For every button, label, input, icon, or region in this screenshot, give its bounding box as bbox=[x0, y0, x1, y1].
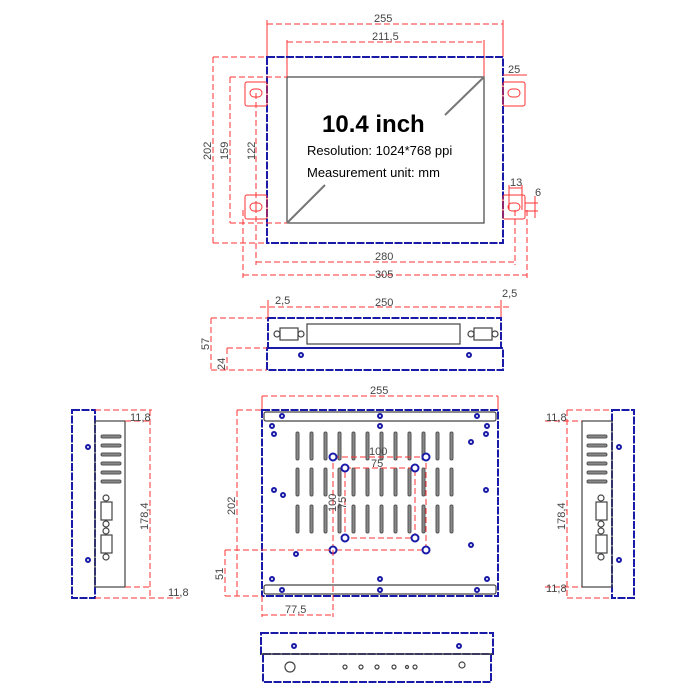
vesa-inner-v-label: 75 bbox=[337, 497, 349, 509]
dim-slot-height: 6 bbox=[535, 187, 541, 199]
vesa-pattern: 100 75 100 75 bbox=[327, 446, 431, 555]
right-dim-height: 178,4 bbox=[556, 502, 568, 530]
rear-housing bbox=[261, 409, 499, 597]
vesa-inner-label: 75 bbox=[371, 458, 383, 470]
rear-dim-offset-v: 51 bbox=[214, 568, 226, 580]
right-side-body bbox=[581, 420, 613, 588]
dim-hole-span: 280 bbox=[375, 251, 393, 263]
left-dim-top: 11,8 bbox=[130, 412, 151, 424]
unit-text: Measurement unit: mm bbox=[307, 165, 440, 180]
dim-screen-height: 122 bbox=[246, 142, 258, 160]
left-side-view: 11,8 178,4 11,8 bbox=[71, 409, 189, 599]
rear-dim-offset-h: 77,5 bbox=[285, 604, 306, 616]
dim-outer-width: 255 bbox=[374, 13, 392, 25]
bottom-view bbox=[260, 632, 494, 683]
button-2 bbox=[358, 664, 364, 670]
dim-left-margin: 2,5 bbox=[275, 295, 290, 307]
dim-slot-width: 13 bbox=[510, 177, 522, 189]
top-rear-housing bbox=[267, 317, 502, 349]
dim-bracket-span: 159 bbox=[219, 142, 231, 160]
size-title: 10.4 inch bbox=[322, 111, 425, 138]
screen-outline bbox=[286, 76, 485, 224]
right-vents bbox=[586, 434, 608, 484]
dim-bracket-width: 25 bbox=[508, 64, 520, 76]
power-jack-icon bbox=[284, 661, 296, 673]
front-view: 255 211,5 10.4 inch Resolution: 1024*768… bbox=[202, 13, 541, 281]
vesa-outer-label: 100 bbox=[369, 446, 387, 458]
top-view: 2,5 250 2,5 57 24 bbox=[200, 288, 517, 371]
dim-front-depth: 24 bbox=[216, 358, 228, 370]
left-side-body bbox=[94, 420, 126, 588]
vesa-outer-v-label: 100 bbox=[327, 494, 339, 512]
button-1 bbox=[342, 664, 348, 670]
dim-total-width: 305 bbox=[375, 269, 393, 281]
button-3 bbox=[374, 664, 380, 670]
right-side-bezel bbox=[611, 409, 635, 599]
bezel-outline bbox=[266, 56, 504, 244]
dim-total-depth: 57 bbox=[200, 338, 212, 350]
dim-outer-height: 202 bbox=[202, 142, 214, 160]
rear-dim-width: 255 bbox=[370, 385, 388, 397]
right-dim-top: 11,8 bbox=[546, 412, 567, 424]
ir-receiver bbox=[458, 661, 466, 669]
right-side-view: 11,8 178,4 11,8 bbox=[545, 409, 635, 599]
bottom-rear-housing bbox=[262, 653, 492, 683]
dim-right-margin: 2,5 bbox=[502, 288, 517, 300]
led-indicator bbox=[404, 664, 410, 670]
top-slot bbox=[306, 323, 461, 345]
rear-vents bbox=[295, 431, 454, 534]
left-dim-bottom: 11,8 bbox=[168, 587, 189, 599]
button-4 bbox=[391, 664, 397, 670]
dim-screen-width: 211,5 bbox=[372, 31, 399, 43]
resolution-text: Resolution: 1024*768 ppi bbox=[307, 143, 452, 158]
dim-inner-width: 250 bbox=[375, 297, 393, 309]
bracket-bottom-right bbox=[502, 194, 526, 220]
left-vents bbox=[100, 434, 122, 484]
left-side-bezel bbox=[71, 409, 96, 599]
bracket-top-right bbox=[502, 81, 526, 107]
left-dim-height: 178,4 bbox=[139, 502, 151, 530]
rear-dim-height: 202 bbox=[226, 497, 238, 515]
button-5 bbox=[412, 664, 418, 670]
right-dim-bottom: 11,8 bbox=[546, 583, 567, 595]
rear-view: 255 bbox=[214, 385, 499, 617]
top-front-bezel bbox=[266, 347, 504, 371]
rear-screw-holes bbox=[269, 413, 490, 593]
